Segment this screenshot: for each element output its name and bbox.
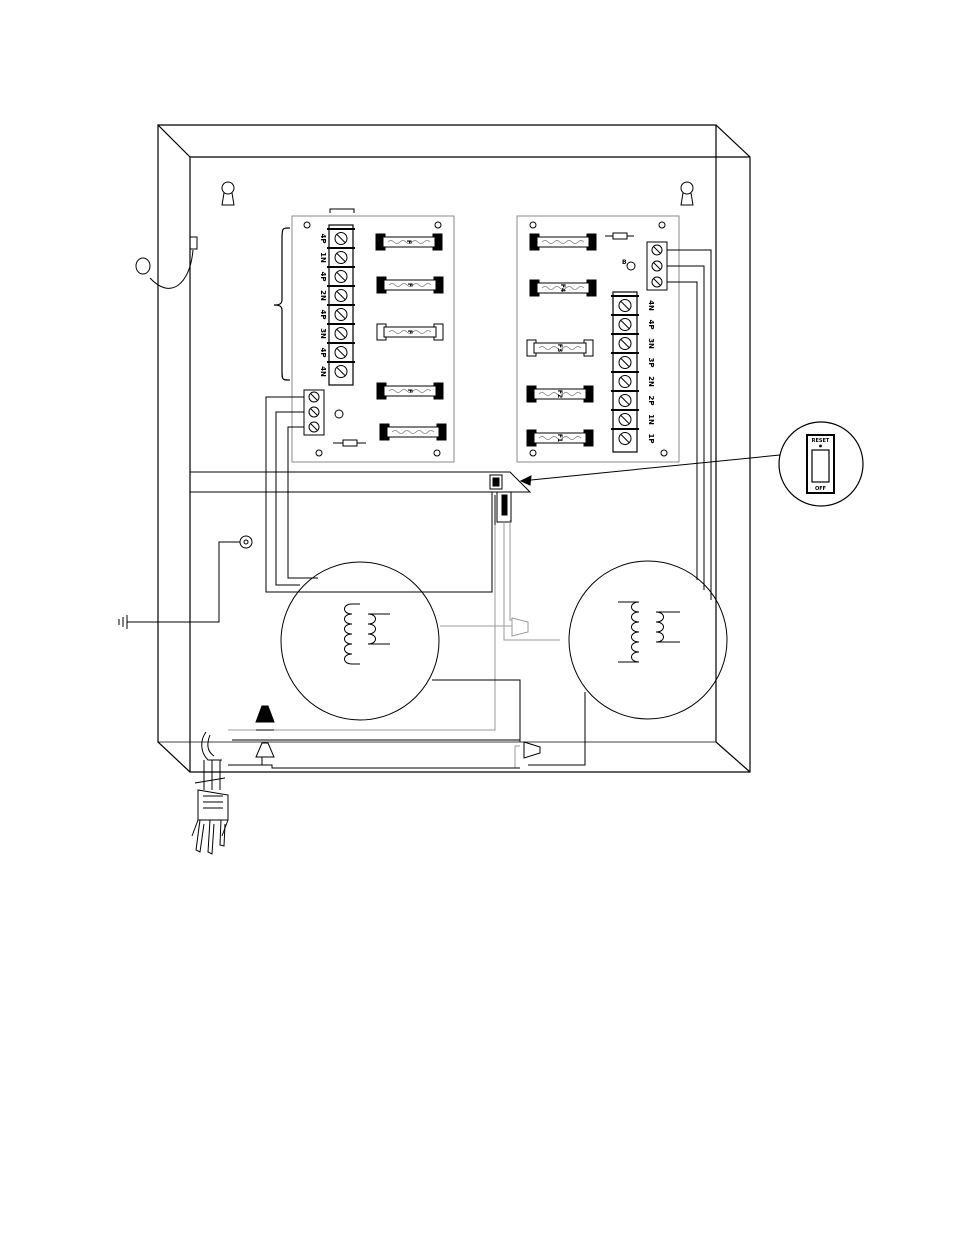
left-terminal	[327, 248, 355, 264]
left-terminal-label: 4P	[319, 233, 327, 243]
breaker-callout-leader	[521, 455, 780, 485]
wire-nut-right-mid	[512, 618, 528, 636]
right-terminal	[611, 429, 639, 445]
left-terminal	[327, 286, 355, 302]
wire-nut-right-bottom	[524, 742, 540, 758]
right-terminal-label: 1P	[647, 433, 655, 443]
tamper-switch	[136, 237, 197, 288]
left-fuse-label: F	[406, 330, 413, 334]
transformer-right	[569, 561, 727, 719]
wiring-right-secondary	[667, 250, 711, 600]
wiring-light	[228, 520, 560, 768]
breaker-off-label: OFF	[815, 486, 826, 492]
breaker-rail	[190, 472, 530, 492]
right-terminal-strip: 4N 4P 3N 3P 2N 2P 1N 1P	[611, 292, 655, 452]
right-terminal-label: 4P	[647, 319, 655, 329]
left-fuse-label: F	[406, 283, 413, 287]
right-terminal	[611, 410, 639, 426]
right-terminal	[611, 315, 639, 331]
left-resistor	[333, 440, 366, 446]
left-fuse-row: F F F F	[376, 234, 446, 440]
right-terminal-label: 3P	[647, 357, 655, 367]
ground-symbol	[119, 615, 127, 629]
left-terminal	[327, 267, 355, 283]
power-cord	[192, 732, 228, 854]
left-terminal	[327, 343, 355, 359]
right-terminal-label: 2N	[647, 376, 655, 387]
left-fuse-label: F	[405, 240, 412, 244]
left-terminal-label: 2N	[319, 290, 327, 301]
right-terminal-label: 2P	[647, 395, 655, 405]
right-terminal-label: 1N	[647, 414, 655, 425]
wire-nut-bottom	[256, 743, 274, 765]
right-fuse-label: F2	[556, 390, 563, 398]
right-fuse-label: F1	[556, 434, 563, 442]
left-terminal-label: 1N	[319, 252, 327, 263]
right-led	[627, 262, 635, 270]
left-terminal-label: 4P	[319, 347, 327, 357]
left-terminal	[327, 229, 355, 245]
left-terminal-label: 4P	[319, 271, 327, 281]
breaker-callout: RESET OFF	[779, 422, 863, 506]
transformer-left	[281, 562, 439, 720]
left-terminal	[327, 324, 355, 340]
right-fuse-label: F3	[556, 344, 563, 352]
right-terminal	[611, 372, 639, 388]
left-terminal	[327, 362, 355, 378]
right-resistor	[605, 233, 634, 239]
left-terminal-strip: 4P 1N 4P 2N 4P 3N 4P 4N	[319, 225, 355, 385]
left-terminal-label: 3N	[319, 328, 327, 339]
right-terminal-label: 3N	[647, 338, 655, 349]
right-terminal	[611, 353, 639, 369]
right-fuse	[530, 234, 596, 250]
left-fuse-board: 4P 1N 4P 2N 4P 3N 4P 4N F F F F	[274, 209, 454, 462]
circuit-breaker	[490, 475, 511, 525]
left-fuse	[380, 424, 446, 440]
breaker-reset-label: RESET	[812, 438, 830, 444]
left-terminal-label: 4P	[319, 309, 327, 319]
left-power-terminals	[304, 390, 324, 435]
left-led	[335, 410, 343, 418]
left-terminal	[327, 305, 355, 321]
right-led-label: B	[622, 259, 627, 266]
right-terminal	[611, 391, 639, 407]
right-power-terminals	[647, 242, 667, 290]
left-fuse-label: F	[406, 389, 413, 393]
wiring-left-secondary	[266, 397, 492, 592]
right-terminal	[611, 296, 639, 312]
right-terminal-label: 4N	[647, 300, 655, 311]
wire-nut-top	[256, 706, 274, 730]
keyhole-mount-left	[222, 182, 234, 205]
left-terminal-label: 4N	[319, 366, 327, 377]
right-fuse-label: F4	[559, 284, 566, 292]
keyhole-mount-right	[681, 182, 693, 205]
right-terminal	[611, 334, 639, 350]
